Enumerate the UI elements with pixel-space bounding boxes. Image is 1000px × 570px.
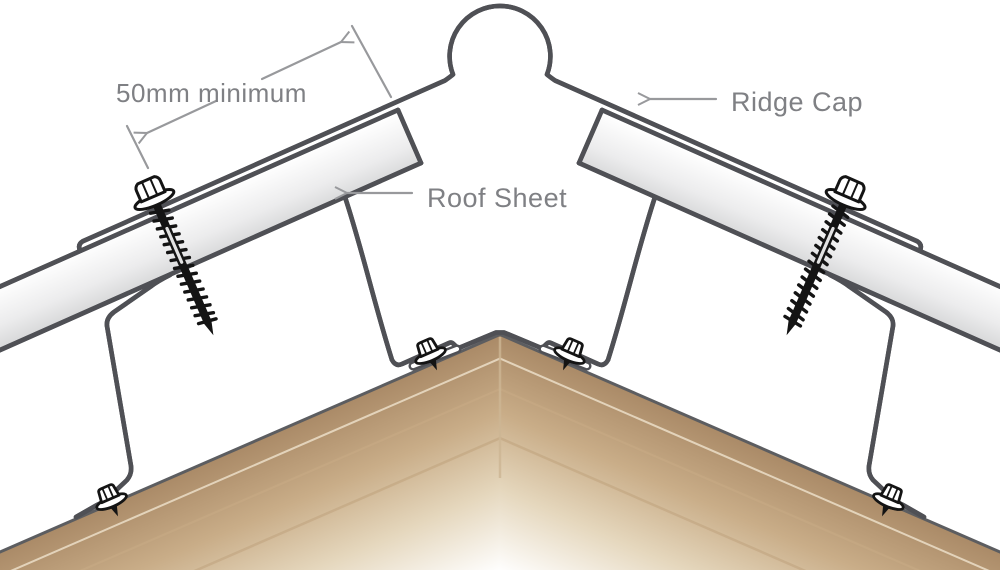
annotations: 50mm minimum Ridge Cap Roof Sheet xyxy=(116,24,863,213)
ridge-pan-flashing xyxy=(342,194,658,365)
roof-sheet-right-fill xyxy=(579,110,1000,351)
timber-face-right xyxy=(500,334,1000,570)
dimension-extension-line-1 xyxy=(125,124,150,170)
roof-sheet-left xyxy=(0,107,424,355)
dimension-arrow-upper xyxy=(260,42,341,81)
timber-edge-right xyxy=(498,333,1000,554)
roof-sheet-right xyxy=(576,107,1000,355)
dimension-label: 50mm minimum xyxy=(116,78,307,108)
roof-sheet-left-fill xyxy=(0,110,421,351)
roof-sheet-label: Roof Sheet xyxy=(427,183,567,213)
ridge-cap xyxy=(79,6,921,253)
dimension-extension-line-2 xyxy=(350,24,393,99)
wood-grain-lines-right xyxy=(500,353,1000,570)
timber-edge-left xyxy=(0,333,502,554)
wood-grain-lines-left xyxy=(0,353,500,570)
ridge-cap-label: Ridge Cap xyxy=(731,87,863,117)
timber-substrate xyxy=(0,333,1000,570)
dimension-arrow-lower xyxy=(147,99,218,133)
timber-face-left xyxy=(0,334,500,570)
